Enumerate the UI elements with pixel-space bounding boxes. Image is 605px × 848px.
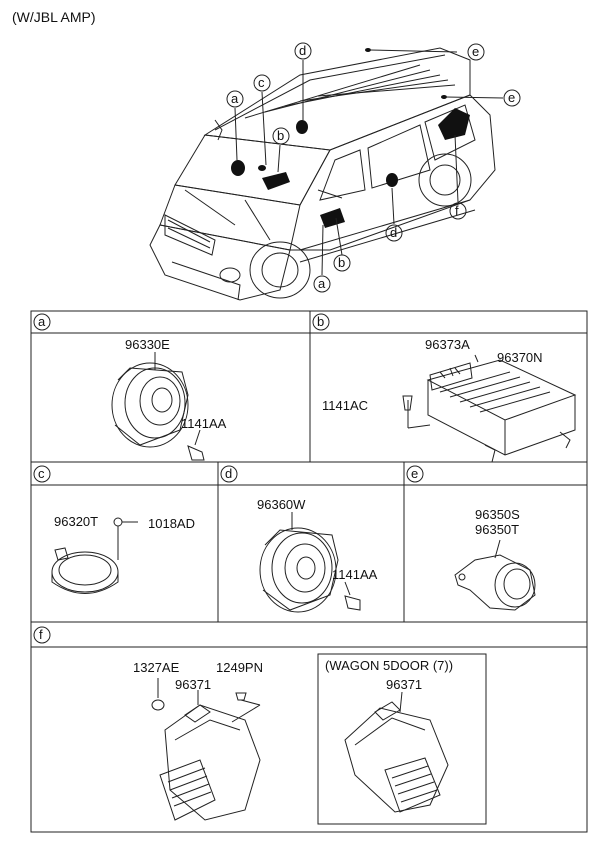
- callout-a-2: a: [318, 276, 326, 291]
- amp-b-illustration: [402, 354, 577, 463]
- front-speaker-blob-2: [320, 208, 345, 228]
- callout-d-2: d: [390, 225, 398, 240]
- part-96320T: 96320T: [54, 514, 99, 529]
- page-title: (W/JBL AMP): [12, 9, 96, 25]
- tweeter-blob-2: [441, 95, 447, 99]
- part-96370N: 96370N: [497, 350, 543, 365]
- subwoofer-variant-illustration: [344, 691, 449, 813]
- part-96330E: 96330E: [125, 337, 170, 352]
- speaker-d-illustration: [259, 512, 361, 613]
- variant-title: (WAGON 5DOOR (7)): [325, 658, 454, 673]
- section-c-letter: c: [38, 466, 45, 481]
- part-1141AC: 1141AC: [322, 398, 369, 413]
- callout-e-1: e: [472, 44, 480, 59]
- callout-d-1: d: [299, 43, 307, 58]
- rear-door-speaker-blob: [296, 120, 308, 134]
- vehicle-illustration: [149, 47, 496, 301]
- part-96350S: 96350S: [475, 507, 520, 522]
- front-door-speaker-blob: [231, 160, 245, 176]
- section-d-letter: d: [225, 466, 233, 481]
- section-f-letter: f: [39, 627, 43, 642]
- part-1018AD: 1018AD: [148, 516, 195, 531]
- part-96360W: 96360W: [257, 497, 306, 512]
- tweeter-e-illustration: [454, 539, 536, 611]
- speaker-c-illustration: [51, 517, 138, 594]
- part-96371: 96371: [175, 677, 212, 692]
- speaker-a-illustration: [111, 352, 205, 461]
- callout-c: c: [258, 75, 265, 90]
- section-a-letter: a: [38, 314, 46, 329]
- part-1141AA-a: 1141AA: [181, 416, 227, 431]
- part-96350T: 96350T: [475, 522, 520, 537]
- subwoofer-blob: [438, 108, 470, 140]
- part-1141AA-d: 1141AA: [332, 567, 378, 582]
- subwoofer-f-illustration: [151, 678, 261, 821]
- section-b-letter: b: [317, 314, 325, 329]
- part-96371-variant: 96371: [386, 677, 423, 692]
- parts-table-frame: [30, 310, 588, 833]
- callout-b-1: b: [277, 128, 285, 143]
- part-1249PN: 1249PN: [216, 660, 263, 675]
- section-e-letter: e: [411, 466, 419, 481]
- part-96373A: 96373A: [425, 337, 470, 352]
- amp-blob: [262, 172, 290, 190]
- callout-b-2: b: [338, 255, 346, 270]
- callout-e-2: e: [508, 90, 516, 105]
- rear-speaker-blob: [386, 173, 398, 187]
- tweeter-blob-1: [365, 48, 371, 52]
- callout-f: f: [455, 203, 459, 218]
- callout-a-1: a: [231, 91, 239, 106]
- center-speaker-blob: [258, 165, 266, 171]
- part-1327AE: 1327AE: [133, 660, 180, 675]
